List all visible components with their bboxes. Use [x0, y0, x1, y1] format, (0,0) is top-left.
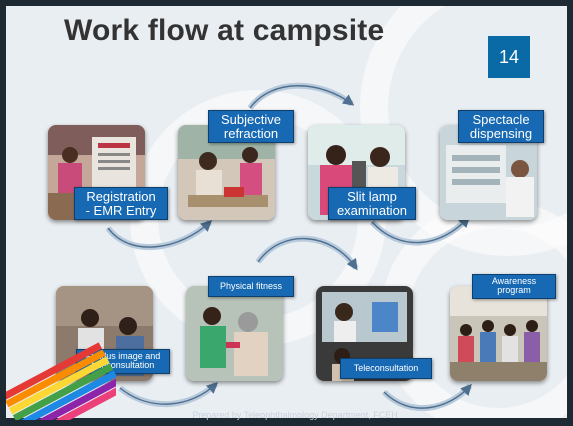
- page-number-badge: 14: [488, 36, 530, 78]
- awareness-program-photo: [450, 286, 547, 381]
- teleconsultation-label: Teleconsultation: [340, 358, 432, 380]
- arrow-registration-to-subjective: [105, 219, 213, 251]
- colored-pencils-decoration: [6, 342, 116, 420]
- awareness-program-label: Awareness program: [472, 274, 556, 299]
- slide-border-right: [567, 0, 573, 426]
- physical-fitness-photo: [186, 286, 283, 381]
- slit-lamp-label: Slit lamp examination: [328, 187, 416, 221]
- slide-border-left: [0, 0, 6, 426]
- physical-fitness-label: Physical fitness: [208, 276, 294, 298]
- spectacle-dispensing-photo: [440, 125, 537, 220]
- subjective-refraction-label: Subjective refraction: [208, 110, 294, 144]
- spectacle-dispensing-label: Spectacle dispensing: [458, 110, 544, 144]
- footer-text: Prepared by Teleophthalmology Department…: [192, 410, 398, 420]
- arrow-physical-to-teleconsultation: [255, 235, 359, 270]
- arrow-subjective-to-slit: [247, 82, 354, 110]
- slide-title: Work flow at campsite: [64, 14, 385, 47]
- slide-border-top: [0, 0, 573, 6]
- slide-border-bottom: [0, 418, 573, 426]
- registration-label: Registration - EMR Entry: [74, 187, 168, 221]
